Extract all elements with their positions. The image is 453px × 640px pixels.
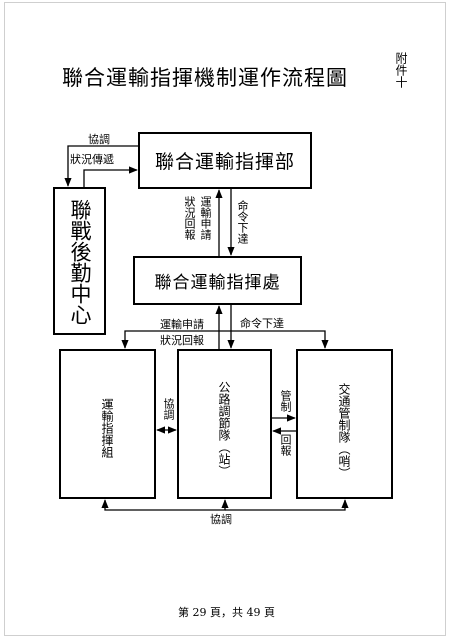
order-distribution-line xyxy=(121,330,329,349)
transport-group-box xyxy=(59,349,156,499)
page-footer: 第 29 頁，共 49 頁 xyxy=(178,606,275,619)
status-relay-arrow xyxy=(83,166,138,188)
road-team-box xyxy=(177,349,272,499)
status-report-label-lower: 狀況回報 xyxy=(160,334,204,347)
logistics-center-box xyxy=(53,187,106,335)
order-down-label-upper: 命令下達 xyxy=(236,200,249,244)
traffic-team-box xyxy=(296,349,393,499)
coordinate-arrow-bottom-left xyxy=(101,499,229,511)
page-title: 聯合運輸指揮機制運作流程圖 xyxy=(62,66,348,90)
command-hq-box xyxy=(138,132,312,189)
page-border xyxy=(4,2,446,636)
command-office-label: 聯合運輸指揮處 xyxy=(154,273,281,293)
coordinate-label-top: 協調 xyxy=(88,133,110,146)
transport-request-label-lower: 運輸申請 xyxy=(160,318,204,331)
report-back-label: 回報 xyxy=(279,434,292,456)
attachment-label: 附件十 xyxy=(394,52,408,88)
transport-group-label: 運輸指揮組 xyxy=(100,398,114,458)
road-team-label: 公路調節隊（站） xyxy=(217,381,231,477)
coordinate-arrow-bottom-right xyxy=(225,499,349,511)
order-down-label-lower: 命令下達 xyxy=(240,317,284,330)
status-report-label-upper: 狀況回報 xyxy=(183,196,196,240)
transport-request-label-upper: 運輸申請 xyxy=(199,196,212,240)
coordinate-label-mid: 協調 xyxy=(162,398,175,420)
command-hq-label: 聯合運輸指揮部 xyxy=(154,151,295,173)
coordinate-label-bottom: 協調 xyxy=(210,513,232,526)
control-label: 管制 xyxy=(279,390,292,412)
traffic-team-label: 交通管制隊（哨） xyxy=(337,383,351,479)
command-office-box xyxy=(133,256,302,305)
logistics-center-label: 聯戰後勤中心 xyxy=(68,199,92,325)
coordinate-arrow-top xyxy=(64,145,139,187)
status-relay-label: 狀況傳遞 xyxy=(70,153,114,166)
